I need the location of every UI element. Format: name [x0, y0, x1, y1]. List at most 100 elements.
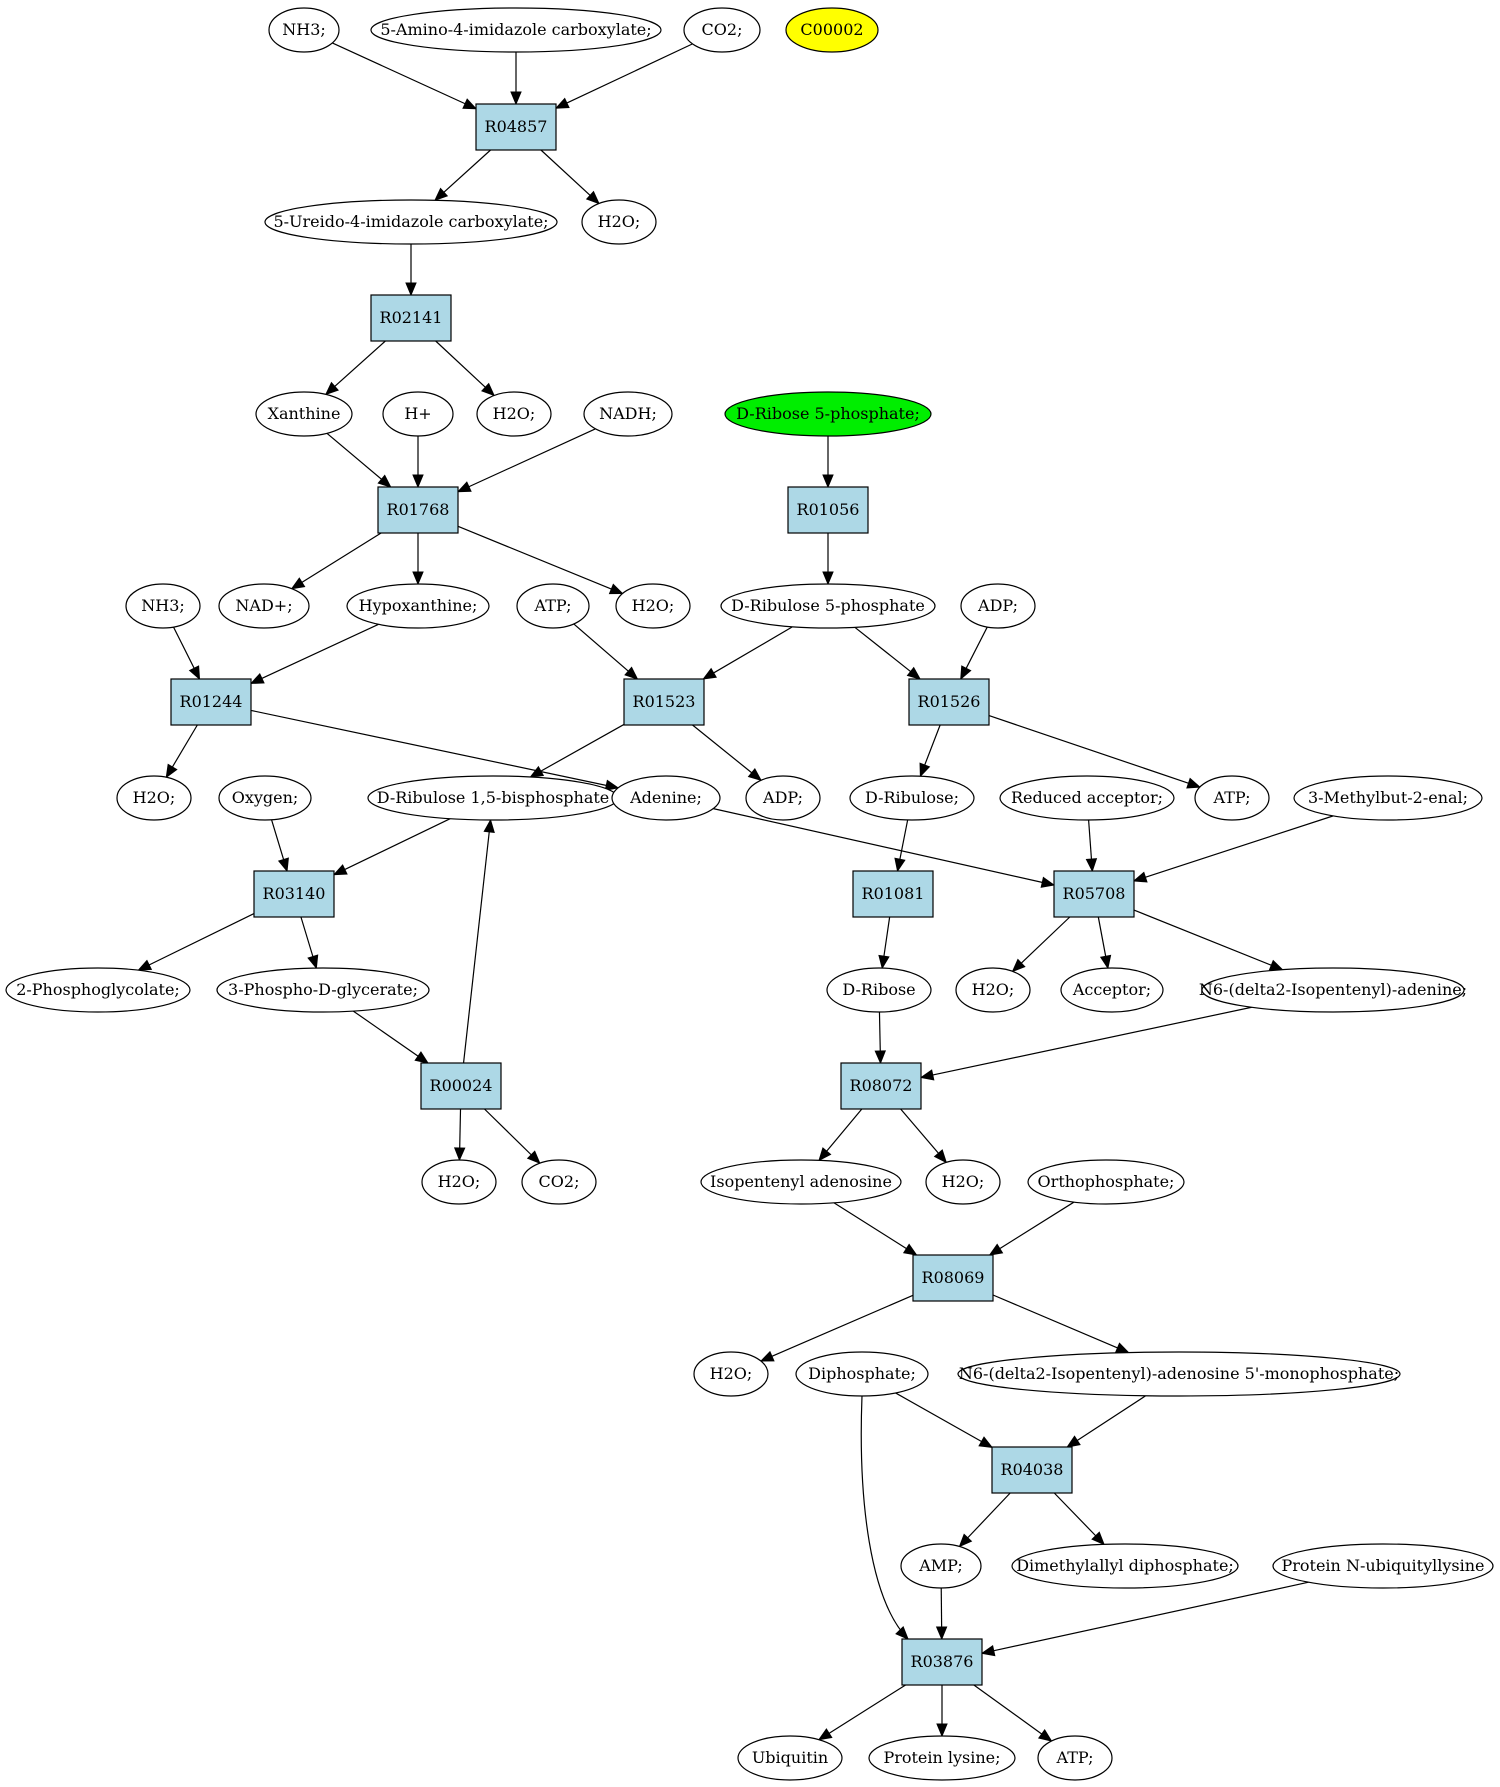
compound-node-c_h2o_a[interactable]: H2O; — [581, 199, 657, 245]
compound-node-c_ru5p[interactable]: D-Ribulose 5-phosphate — [720, 583, 936, 629]
compound-node-c_n6amp[interactable]: N6-(delta2-Isopentenyl)-adenosine 5'-mon… — [957, 1351, 1401, 1397]
compound-node-c_hplus[interactable]: H+ — [382, 391, 454, 437]
compound-shape — [700, 1159, 902, 1205]
reaction-node-R01768[interactable]: R01768 — [377, 486, 459, 534]
compound-node-c_h2o_h[interactable]: H2O; — [693, 1351, 769, 1397]
reaction-node-R04038[interactable]: R04038 — [991, 1446, 1073, 1494]
reaction-node-R03140[interactable]: R03140 — [253, 870, 335, 918]
compound-node-c_acceptor[interactable]: Acceptor; — [1060, 967, 1164, 1013]
compound-node-c_isoade[interactable]: Isopentenyl adenosine — [700, 1159, 902, 1205]
reaction-node-R01526[interactable]: R01526 — [908, 678, 990, 726]
reaction-box — [908, 678, 990, 726]
edge-R04857-to-c_uic — [442, 149, 491, 194]
compound-node-c_adp_b[interactable]: ADP; — [745, 775, 821, 821]
compound-node-c_atp_b[interactable]: ATP; — [1194, 775, 1270, 821]
compound-node-c_nadh[interactable]: NADH; — [583, 391, 673, 437]
edge-c_n6amp-to-R04038-arrowhead — [1066, 1435, 1081, 1448]
compound-node-c_nh3_b[interactable]: NH3; — [125, 583, 201, 629]
edge-c_redacc-to-R05708 — [1088, 819, 1093, 861]
compound-label: CO2; — [539, 1172, 580, 1191]
edge-R02141-to-c_h2o_b — [435, 340, 487, 389]
compound-node-c_nadplus[interactable]: NAD+; — [218, 583, 310, 629]
compound-shape — [1060, 967, 1164, 1013]
edge-c_co2_a-to-R04857-arrowhead — [554, 97, 570, 109]
edge-R01768-to-c_nadplus-arrowhead — [290, 577, 306, 590]
compound-node-c_co2_b[interactable]: CO2; — [521, 1159, 597, 1205]
compound-node-c_dmapp[interactable]: Dimethylallyl diphosphate; — [1011, 1543, 1239, 1589]
edge-c_isoade-to-R08069 — [833, 1202, 908, 1250]
compound-node-c_h2o_e[interactable]: H2O; — [955, 967, 1031, 1013]
compound-node-c_ribose[interactable]: D-Ribose — [826, 967, 932, 1013]
compound-node-c_n6ade[interactable]: N6-(delta2-Isopentenyl)-adenine; — [1199, 967, 1467, 1013]
compound-node-c_aic[interactable]: 5-Amino-4-imidazole carboxylate; — [370, 7, 662, 53]
compound-node-c_orthop[interactable]: Orthophosphate; — [1027, 1159, 1185, 1205]
compound-shape — [720, 583, 936, 629]
edge-c_isoade-to-R08069-arrowhead — [902, 1243, 918, 1256]
compound-node-c_plys[interactable]: Protein lysine; — [868, 1735, 1016, 1781]
compound-shape — [516, 583, 590, 629]
compound-node-c_diphos[interactable]: Diphosphate; — [795, 1351, 929, 1397]
reaction-node-R00024[interactable]: R00024 — [420, 1062, 502, 1110]
reaction-node-R03876[interactable]: R03876 — [901, 1638, 983, 1686]
reaction-node-R08072[interactable]: R08072 — [840, 1062, 922, 1110]
compound-node-c_r5p[interactable]: D-Ribose 5-phosphate; — [724, 391, 932, 437]
reaction-node-R01081[interactable]: R01081 — [852, 870, 934, 918]
compound-node-c_pubk[interactable]: Protein N-ubiquityllysine — [1272, 1543, 1494, 1589]
compound-node-c_adp_a[interactable]: ADP; — [960, 583, 1036, 629]
edge-R01523-to-c_adp_b — [692, 724, 753, 774]
compound-node-c_uic[interactable]: 5-Ureido-4-imidazole carboxylate; — [264, 199, 558, 245]
edge-R08069-to-c_n6amp — [992, 1294, 1119, 1349]
compound-node-c_redacc[interactable]: Reduced acceptor; — [999, 775, 1175, 821]
compound-node-c_hypox[interactable]: Hypoxanthine; — [346, 583, 490, 629]
compound-label: 3-Phospho-D-glycerate; — [228, 980, 418, 999]
edge-R08069-to-c_n6amp-arrowhead — [1114, 1342, 1130, 1354]
compound-node-c_oxygen[interactable]: Oxygen; — [218, 775, 312, 821]
compound-node-c_h2o_c[interactable]: H2O; — [615, 583, 691, 629]
compound-node-c_amp[interactable]: AMP; — [900, 1543, 982, 1589]
edge-c_adenine-to-R05708-arrowhead — [1040, 876, 1056, 888]
edge-c_ribose-to-R08072-arrowhead — [874, 1050, 887, 1065]
reaction-node-R01056[interactable]: R01056 — [787, 486, 869, 534]
compound-node-c_ribulose[interactable]: D-Ribulose; — [849, 775, 975, 821]
compound-node-c_adenine[interactable]: Adenine; — [611, 775, 721, 821]
edge-R02141-to-c_h2o_b-arrowhead — [481, 382, 496, 397]
compound-node-c_atp_c[interactable]: ATP; — [1037, 1735, 1113, 1781]
compound-label: NH3; — [141, 596, 185, 615]
reaction-node-R01244[interactable]: R01244 — [170, 678, 252, 726]
reaction-node-R04857[interactable]: R04857 — [475, 103, 557, 151]
compound-node-c_h2o_b[interactable]: H2O; — [476, 391, 552, 437]
compound-node-c_h2o_g[interactable]: H2O; — [925, 1159, 1001, 1205]
edge-c_hypox-to-R01244-arrowhead — [249, 672, 265, 684]
compound-label: CO2; — [702, 20, 743, 39]
edge-R08072-to-c_h2o_g — [900, 1108, 940, 1155]
edge-R01526-to-c_atp_b-arrowhead — [1186, 777, 1202, 789]
compound-node-c_atp_a[interactable]: ATP; — [516, 583, 590, 629]
edge-c_nh3_b-to-R01244 — [173, 626, 196, 670]
edge-c_n6ade-to-R08072-arrowhead — [919, 1069, 935, 1081]
compound-node-c_h2o_d[interactable]: H2O; — [116, 775, 192, 821]
reaction-node-R05708[interactable]: R05708 — [1053, 870, 1135, 918]
edge-c_diphos-to-R03876-arrowhead — [895, 1626, 909, 1640]
compound-node-c_co2_a[interactable]: CO2; — [683, 7, 761, 53]
compound-node-c_methylbut[interactable]: 3-Methylbut-2-enal; — [1293, 775, 1483, 821]
compound-node-c_nh3_a[interactable]: NH3; — [268, 7, 340, 53]
compound-node-c_3pg[interactable]: 3-Phospho-D-glycerate; — [216, 967, 430, 1013]
edge-R00024-to-c_h2o_f-arrowhead — [453, 1147, 466, 1162]
compound-label: D-Ribose — [842, 980, 915, 999]
compound-node-c_xanthine[interactable]: Xanthine — [255, 391, 353, 437]
compound-node-c_h2o_f[interactable]: H2O; — [421, 1159, 497, 1205]
compound-node-c_2pg[interactable]: 2-Phosphoglycolate; — [5, 967, 191, 1013]
compound-node-c_ubiquitin[interactable]: Ubiquitin — [737, 1735, 843, 1781]
edge-c_atp_a-to-R01523 — [573, 623, 630, 673]
compound-label: Hypoxanthine; — [359, 596, 478, 615]
compound-label: ATP; — [1213, 788, 1251, 807]
reaction-node-R08069[interactable]: R08069 — [912, 1254, 994, 1302]
reaction-node-R02141[interactable]: R02141 — [370, 294, 452, 342]
compound-shape — [615, 583, 691, 629]
compound-node-c_rubp[interactable]: D-Ribulose 1,5-bisphosphate — [367, 775, 619, 821]
compound-label: Oxygen; — [232, 788, 299, 807]
compound-shape — [724, 391, 932, 437]
compound-node-c_c00002[interactable]: C00002 — [785, 7, 879, 53]
reaction-node-R01523[interactable]: R01523 — [623, 678, 705, 726]
edge-c_oxygen-to-R03140-arrowhead — [277, 857, 289, 873]
